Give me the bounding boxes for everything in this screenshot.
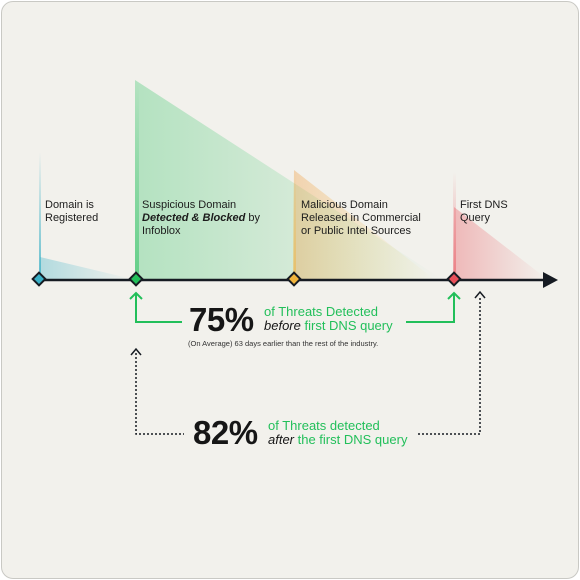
event-line: Suspicious Domain bbox=[142, 199, 237, 211]
registered-glow bbox=[39, 152, 132, 279]
event-line: Domain is bbox=[45, 199, 94, 211]
released-marker bbox=[286, 271, 302, 287]
timeline-arrowhead bbox=[543, 272, 558, 288]
registered-marker bbox=[31, 271, 47, 287]
after-stat-line2: after the first DNS query bbox=[268, 433, 407, 447]
first-query-marker bbox=[446, 271, 462, 287]
event-released-label: Malicious Domain Released in Commercial … bbox=[301, 199, 421, 238]
before-bracket bbox=[129, 291, 461, 323]
event-line: or Public Intel Sources bbox=[301, 225, 412, 237]
after-stat-line1: of Threats detected bbox=[268, 418, 380, 433]
event-detected-label: Suspicious Domain Detected & Blocked by … bbox=[142, 199, 260, 238]
event-line: Query bbox=[460, 212, 490, 224]
after-emphasis: after bbox=[268, 432, 295, 447]
event-line: First DNS bbox=[460, 199, 508, 211]
before-stat-rest: first DNS query bbox=[300, 318, 393, 333]
detected-glow bbox=[135, 80, 442, 279]
before-note: (On Average) 63 days earlier than the re… bbox=[188, 339, 379, 348]
before-stat-line1: of Threats Detected bbox=[264, 304, 378, 319]
before-emphasis: before bbox=[264, 318, 301, 333]
before-stat-line2: before first DNS query bbox=[264, 319, 393, 333]
event-line: Detected & Blocked by bbox=[142, 212, 260, 225]
event-line: Released in Commercial bbox=[301, 212, 421, 224]
before-percent: 75% bbox=[189, 301, 254, 338]
event-line: Malicious Domain bbox=[301, 199, 388, 211]
detected-marker bbox=[128, 271, 144, 287]
after-bracket bbox=[130, 290, 486, 435]
event-first-query-label: First DNS Query bbox=[460, 199, 508, 225]
event-text: by bbox=[245, 212, 260, 224]
event-bold-text: Detected & Blocked bbox=[142, 212, 246, 224]
event-registered-label: Domain is Registered bbox=[45, 199, 98, 225]
after-percent: 82% bbox=[193, 414, 258, 451]
event-line: Registered bbox=[45, 212, 99, 224]
event-line: Infoblox bbox=[142, 225, 181, 237]
first-query-glow bbox=[453, 172, 547, 279]
released-glow bbox=[293, 170, 434, 279]
after-stat-rest: the first DNS query bbox=[294, 432, 408, 447]
